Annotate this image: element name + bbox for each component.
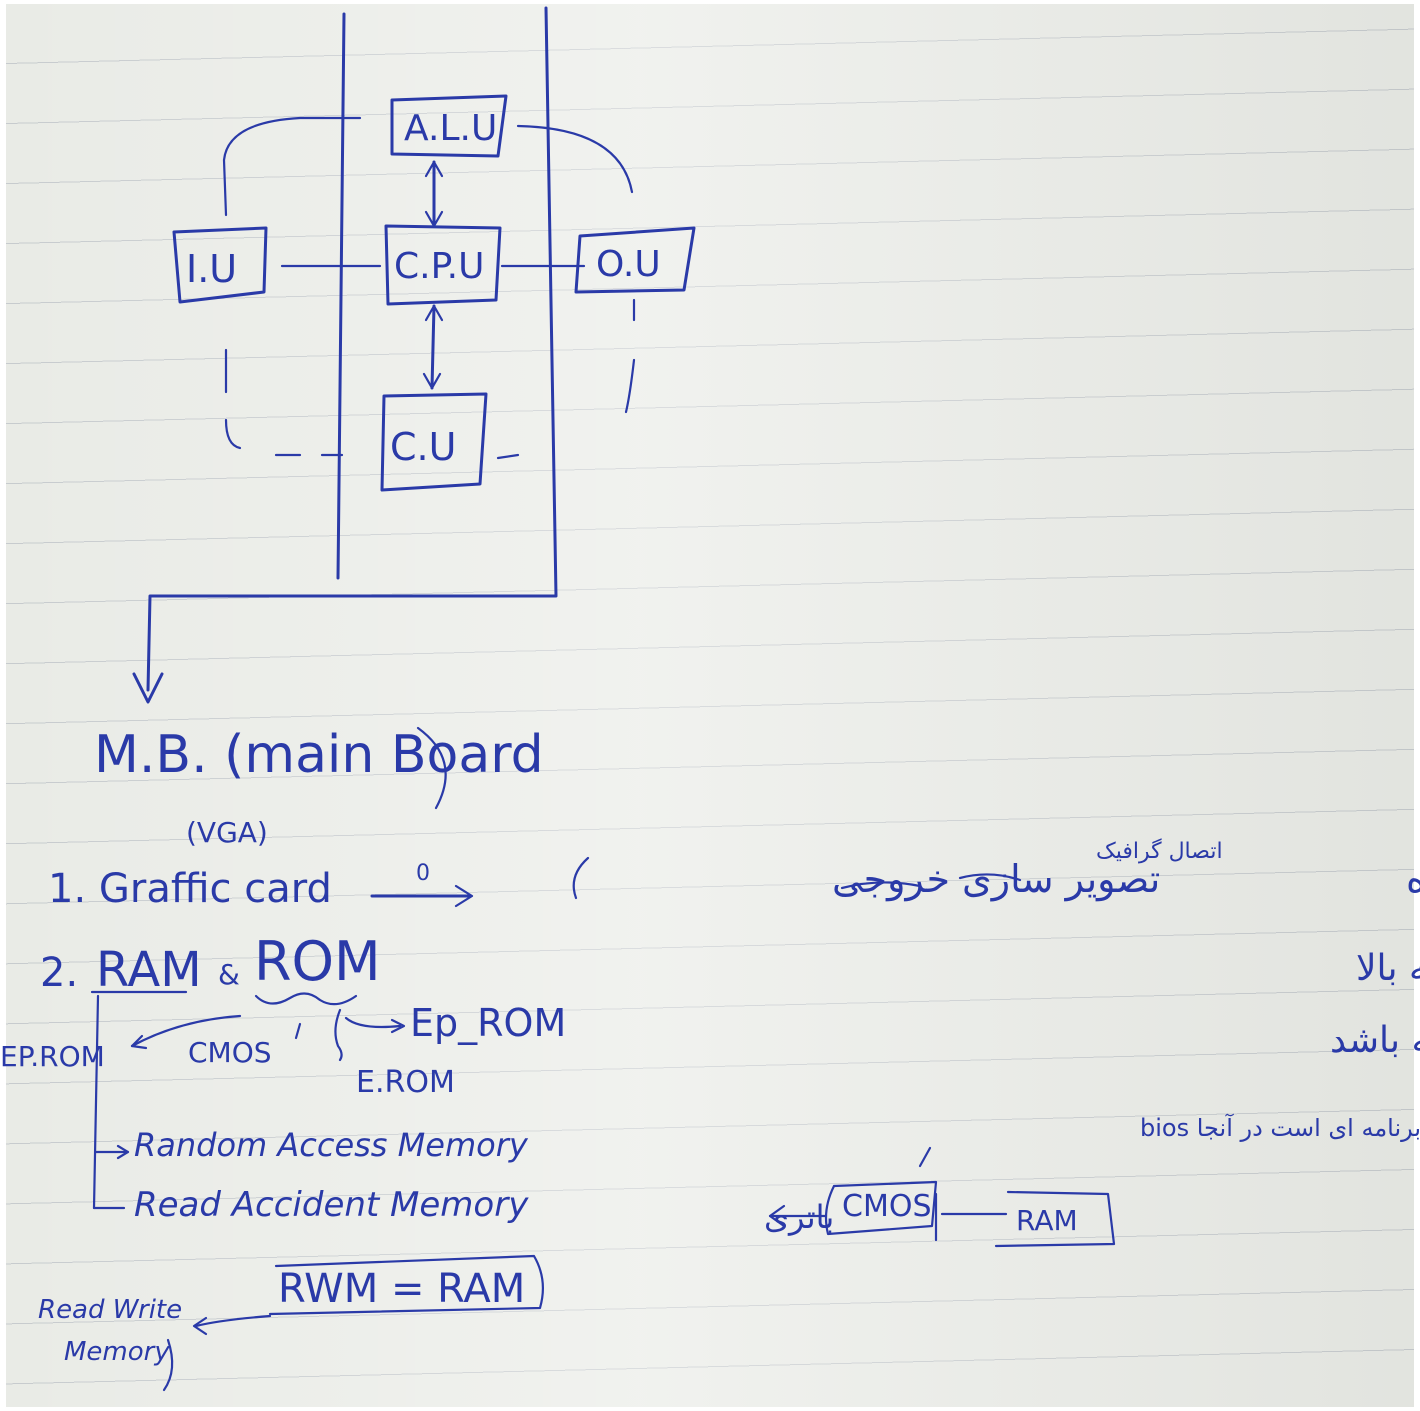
- fa-brace: [572, 856, 590, 900]
- ram-box-label: RAM: [1016, 1204, 1078, 1237]
- rwm-equation: RWM = RAM: [278, 1266, 525, 1312]
- fa-battery: باتری: [764, 1198, 834, 1236]
- ep-rom-right-label: Ep_ROM: [410, 1001, 566, 1045]
- cu-block: C.U: [380, 392, 488, 492]
- fa-line3: داشته باشد: [1330, 1020, 1420, 1061]
- graphic-card-arrow: 0: [370, 861, 474, 908]
- cpu-enclosure: [132, 6, 558, 704]
- read-write-label: Read Write: [38, 1295, 182, 1325]
- dashed-bracket-right: [496, 124, 636, 460]
- svg-text:0: 0: [416, 861, 430, 886]
- cmos-box-label: CMOS: [842, 1189, 932, 1224]
- dashed-bracket-left: [222, 116, 362, 457]
- fa-line2: باید گرافیک با حافظه بالا: [1356, 947, 1420, 989]
- fa-wave: [840, 881, 922, 890]
- random-access-memory: Random Access Memory: [134, 1126, 529, 1164]
- item2-rom: ROM: [254, 930, 381, 993]
- e-rom-label: E.ROM: [356, 1065, 455, 1100]
- rom-brace: [254, 992, 358, 1006]
- mainboard-close-paren: [416, 726, 447, 810]
- rwm-box: RWM = RAM: [268, 1254, 545, 1316]
- alu-cpu-arrow: [424, 160, 444, 228]
- fa-above-note: اتصال گرافیک: [1096, 838, 1223, 864]
- ou-block: O.U: [574, 226, 696, 294]
- fa-line1: ۲. انجام کارهای گرافیکی سنگین و غیره: [1406, 857, 1420, 902]
- cu-label: C.U: [390, 425, 456, 469]
- ram-branch-tree: [92, 994, 130, 1210]
- item2-ram: RAM: [96, 942, 202, 998]
- item2-amp: &: [218, 958, 240, 991]
- cpu-block: C.P.U: [384, 224, 502, 306]
- notebook-page: [6, 4, 1414, 1407]
- read-accident-memory: Read Accident Memory: [134, 1185, 529, 1225]
- mainboard-title: M.B. (main Board: [94, 725, 544, 785]
- bios-note-pointer: [918, 1146, 932, 1168]
- battery-arrow: [768, 1204, 828, 1228]
- item-graphic-card: 1. Graffic card: [48, 866, 332, 912]
- ou-label: O.U: [596, 244, 661, 285]
- cpu-cu-arrow: [422, 304, 444, 390]
- vga-label: (VGA): [186, 816, 268, 849]
- cmos-label: CMOS: [188, 1036, 272, 1069]
- rom-branches: [130, 1008, 406, 1062]
- fa-line1b: تصویر سازی خروجی: [832, 857, 1160, 902]
- memory-tail: [162, 1338, 174, 1392]
- alu-label: A.L.U: [404, 108, 497, 149]
- fa-bios-note: bios برنامه ای است در آنجا: [1140, 1113, 1420, 1142]
- memory-label: Memory: [64, 1337, 170, 1367]
- ep-rom-left-label: EP.ROM: [0, 1040, 105, 1073]
- alu-block: A.L.U: [390, 94, 508, 158]
- rwm-arrow: [192, 1314, 272, 1336]
- fa-above-connector: [958, 873, 1022, 882]
- item2-number: 2.: [40, 950, 78, 996]
- iu-block: I.U: [172, 226, 268, 304]
- cpu-label: C.P.U: [394, 246, 484, 287]
- iu-label: I.U: [186, 247, 237, 291]
- ram-box: RAM: [994, 1190, 1116, 1248]
- cmos-box: CMOS: [824, 1180, 938, 1236]
